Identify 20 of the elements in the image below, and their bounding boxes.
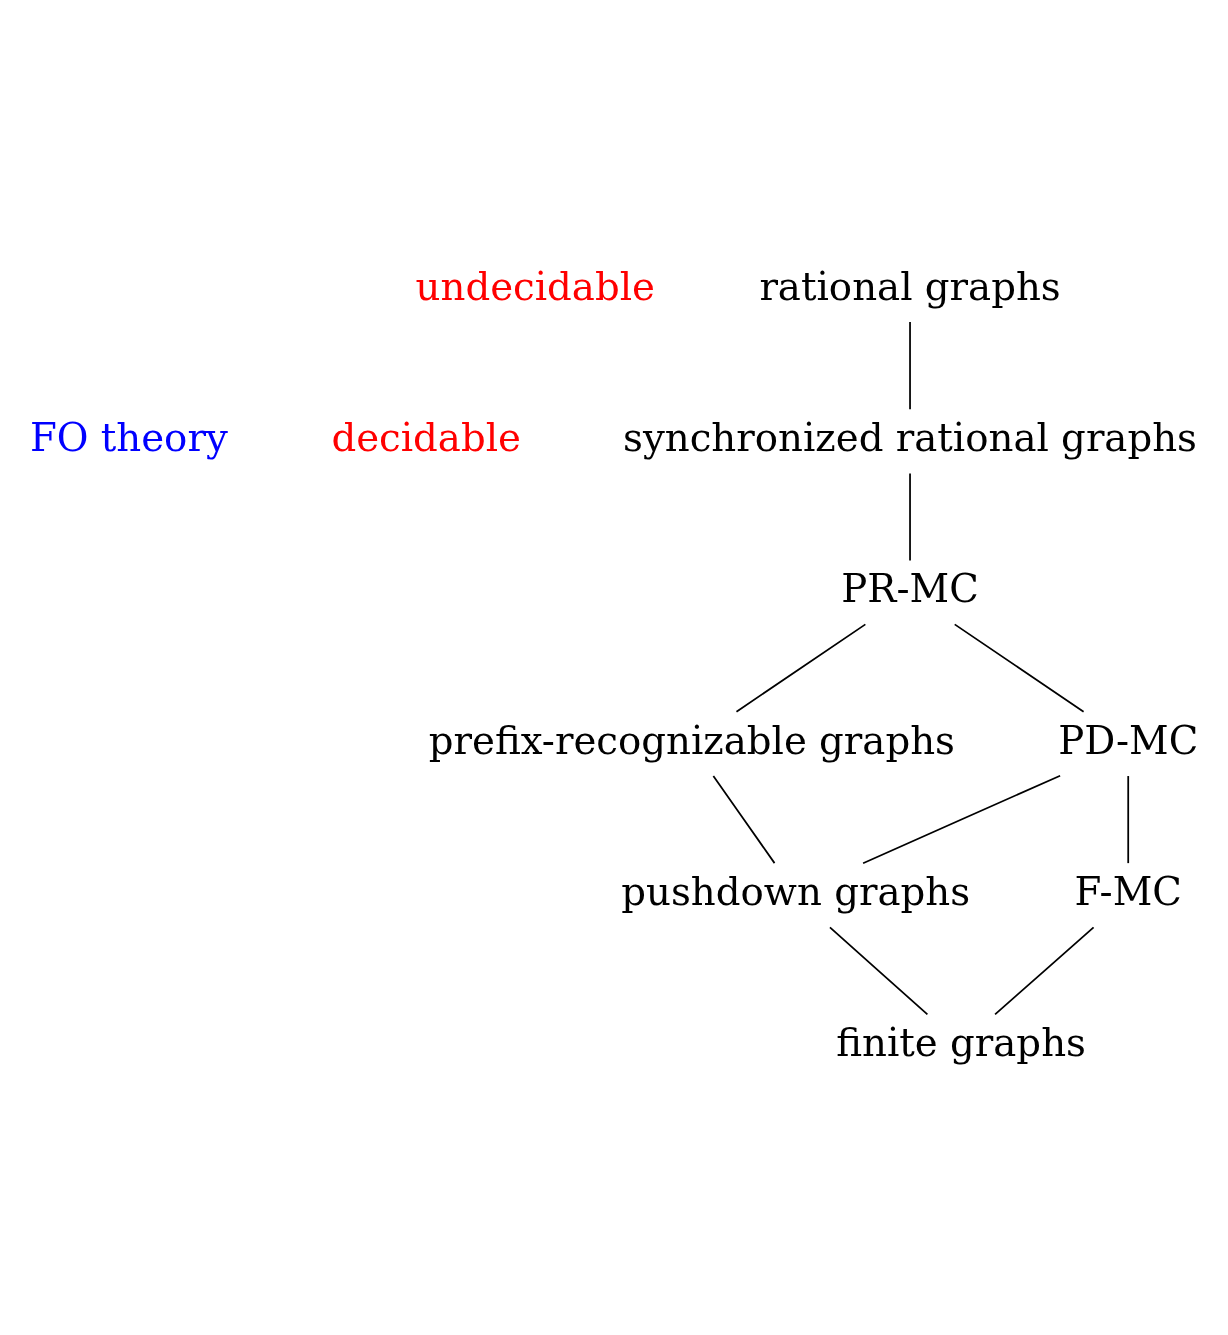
label: decidable: [331, 414, 521, 460]
node-text: pushdown graphs: [621, 868, 971, 914]
connector: [994, 925, 1095, 1015]
connector: [862, 774, 1061, 864]
connector: [1127, 774, 1130, 864]
node-text: rational graphs: [759, 263, 1061, 309]
label: FO theory: [29, 414, 228, 460]
node-text: PR-MC: [841, 565, 979, 611]
connector: [909, 472, 911, 561]
label: undecidable: [415, 263, 655, 309]
connector: [735, 623, 867, 713]
connector: [712, 774, 776, 864]
node-text: finite graphs: [836, 1019, 1086, 1065]
node-text: PD-MC: [1058, 717, 1199, 763]
connector: [953, 623, 1085, 713]
node-text: F-MC: [1074, 868, 1182, 914]
node-text: prefix-recognizable graphs: [428, 717, 955, 763]
node-text: synchronized rational graphs: [623, 414, 1197, 460]
connector: [829, 925, 929, 1015]
connector: [909, 320, 911, 410]
